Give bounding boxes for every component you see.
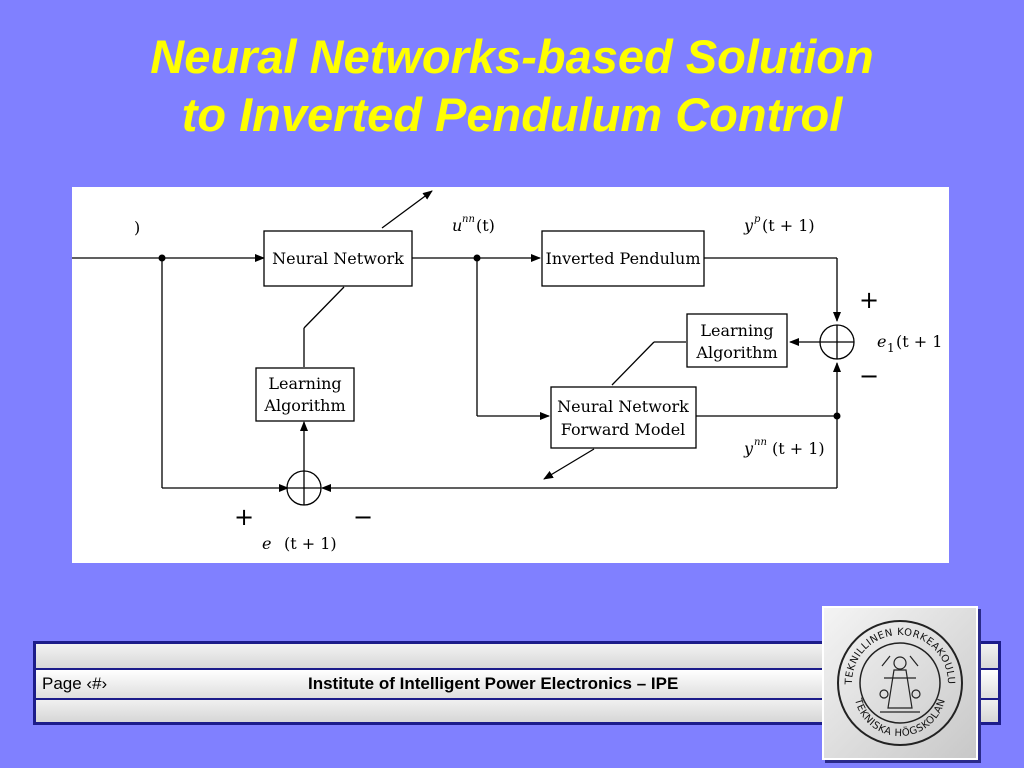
junction-dots [158,254,841,420]
control-block-diagram: Neural Network Inverted Pendulum Learnin… [72,187,949,563]
nn-weight-update-arrow [381,190,433,229]
y-nn-argument: (t + 1) [772,439,825,458]
e-symbol: e [262,534,271,553]
slide-title: Neural Networks-based Solution to Invert… [0,28,1024,144]
diagram-wires [72,190,841,492]
e-argument: (t + 1) [284,534,337,553]
forward-model-line2: Forward Model [561,420,686,439]
learning-left-line1: Learning [268,374,341,393]
title-line-2: to Inverted Pendulum Control [181,88,843,141]
bottom-plus-sign: + [234,503,254,531]
summing-junction-right [819,324,855,360]
input-label-fragment: ) [134,218,140,237]
u-nn-superscript: nn [462,214,475,225]
bottom-minus-sign: − [353,503,373,531]
y-nn-symbol: y [743,439,754,458]
seal-text-bottom: TEKNISKA HÖGSKOLAN [852,696,948,739]
learning-to-nn-upper [303,286,345,329]
footer-row-bottom [36,700,998,722]
page-number-label: Page ‹#› [42,674,108,693]
right-minus-sign: − [859,362,879,390]
u-nn-argument: (t) [476,216,495,235]
learning-right-line1: Learning [700,321,773,340]
right-learning-link-2 [611,341,655,386]
junction-dot [833,412,841,420]
y-p-superscript: p [754,214,761,225]
inverted-pendulum-block: Inverted Pendulum [541,230,705,287]
e1-argument: (t + 1 [896,332,942,351]
y-p-argument: (t + 1) [762,216,815,235]
forward-model-line1: Neural Network [557,397,689,416]
junction-dot [473,254,481,262]
learning-right-line2: Algorithm [695,343,777,362]
learning-algorithm-left-block: Learning Algorithm [255,367,355,422]
e1-symbol: e [877,332,886,351]
inverted-pendulum-label: Inverted Pendulum [546,249,701,268]
model-weight-update-arrow [543,448,595,480]
y-nn-superscript: nn [754,437,767,448]
neural-network-block: Neural Network [263,230,413,287]
university-seal-logo: TEKNILLINEN KORKEAKOULU TEKNISKA HÖGSKOL… [822,606,978,760]
neural-network-label: Neural Network [272,249,404,268]
forward-model-block: Neural Network Forward Model [550,386,697,449]
institute-name: Institute of Intelligent Power Electroni… [308,674,679,693]
learning-left-line2: Algorithm [263,396,345,415]
learning-algorithm-right-block: Learning Algorithm [686,313,788,368]
junction-dot [158,254,166,262]
e1-subscript: 1 [887,341,895,355]
summing-junction-left [286,470,322,506]
y-p-symbol: y [743,216,754,235]
seal-icon: TEKNILLINEN KORKEAKOULU TEKNISKA HÖGSKOL… [837,620,963,746]
u-nn-symbol: u [452,216,462,235]
right-plus-sign: + [859,286,879,314]
seal-figure-icon [879,655,921,713]
title-line-1: Neural Networks-based Solution [150,30,874,83]
diagram-svg: Neural Network Inverted Pendulum Learnin… [72,190,942,553]
